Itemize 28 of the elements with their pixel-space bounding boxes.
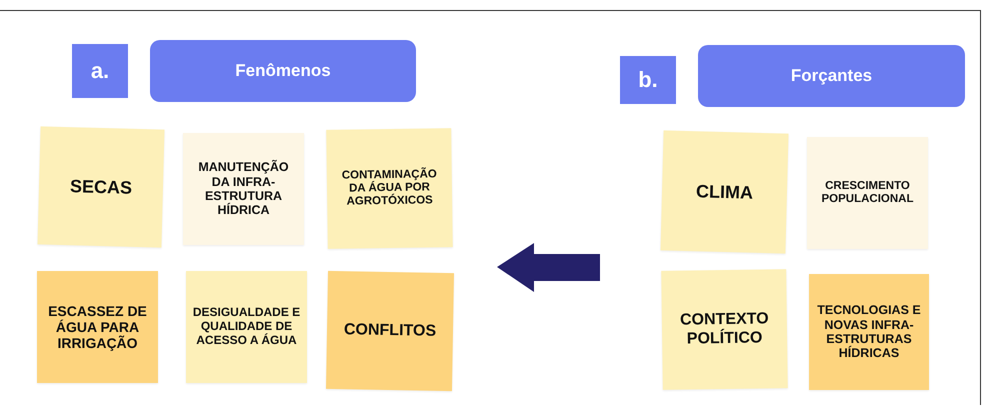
sticky-note xyxy=(660,130,789,254)
note-text: CRESCIMENTO POPULACIONAL xyxy=(820,180,914,206)
label-box xyxy=(620,56,676,104)
note-text: DESIGUALDADE E QUALIDADE DE ACESSO A ÁGUA xyxy=(192,306,302,348)
sticky-note xyxy=(326,128,453,249)
note-text: CLIMA xyxy=(696,180,754,204)
note-text: CONTAMINAÇÃO DA ÁGUA POR AGROTÓXICOS xyxy=(340,168,438,210)
note-text: CONFLITOS xyxy=(344,321,436,341)
note-text: CONTEXTO POLÍTICO xyxy=(678,310,770,349)
note-text: TECNOLOGIAS E NOVAS INFRA-ESTRUTURAS HÍDRICAS xyxy=(816,303,922,361)
panel-letter: b. xyxy=(638,67,658,93)
sticky-note xyxy=(183,133,304,245)
note-text: SECAS xyxy=(70,176,132,198)
note-text: MANUTENÇÃO DA INFRA-ESTRUTURA HÍDRICA xyxy=(197,160,290,218)
sticky-note xyxy=(186,271,307,383)
sticky-note xyxy=(326,270,454,392)
header-text: Forçantes xyxy=(790,66,872,86)
label-box xyxy=(72,44,128,98)
sticky-note xyxy=(661,269,788,390)
header-text: Fenômenos xyxy=(235,61,331,81)
sticky-note xyxy=(37,126,165,248)
panel-letter: a. xyxy=(90,58,110,84)
header xyxy=(698,45,965,107)
header xyxy=(150,40,416,102)
sticky-note xyxy=(809,274,929,390)
sticky-note xyxy=(807,137,928,249)
note-text: ESCASSEZ DE ÁGUA PARA IRRIGAÇÃO xyxy=(47,302,148,352)
sticky-note xyxy=(37,271,158,383)
